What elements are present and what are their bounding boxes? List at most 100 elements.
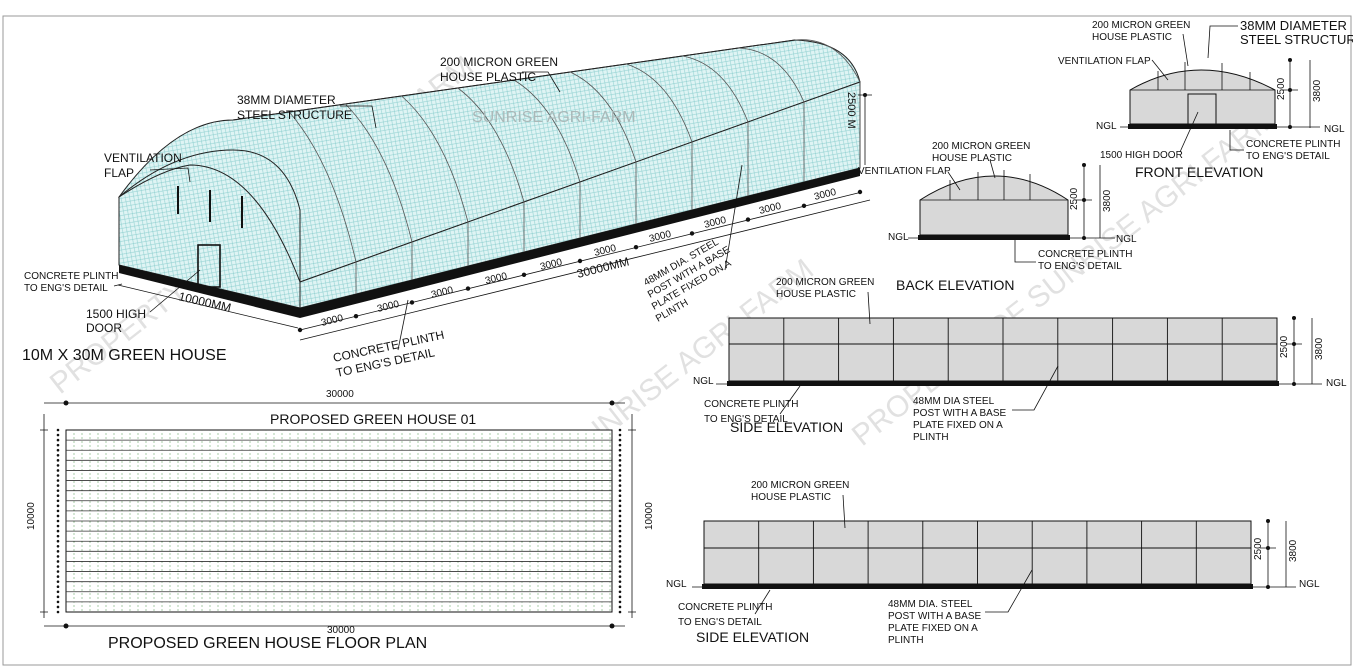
plan-tick-right <box>618 474 622 477</box>
side2-title: SIDE ELEVATION <box>696 629 809 645</box>
front-concrete-2: TO ENG'S DETAIL <box>1246 151 1330 162</box>
plan-tick-right <box>618 580 622 583</box>
bay-dim-1: 3000 <box>320 313 345 329</box>
side1-plastic-2: HOUSE PLASTIC <box>776 289 856 300</box>
plan-tick-right <box>618 489 622 492</box>
plan-tick-right <box>618 494 622 498</box>
plan-tick-right <box>618 560 622 563</box>
plan-tick-right <box>618 464 622 467</box>
plan-tick-right <box>618 448 622 452</box>
iso-length-dim: 30000MM <box>575 254 630 280</box>
side2-plinth <box>702 584 1253 589</box>
plan-tick-right <box>618 438 622 442</box>
iso-arch <box>457 87 525 203</box>
front-plinth <box>1128 124 1277 129</box>
plan-tick-right <box>618 499 622 503</box>
iso-arch <box>401 95 469 223</box>
side2-posts <box>758 521 1197 584</box>
plan-dim-left: 10000 <box>26 502 37 530</box>
plan-tick-left <box>56 529 60 533</box>
plan-tick-right <box>618 428 622 432</box>
plan-tick-right <box>618 534 622 538</box>
plan-tick-right <box>618 570 622 573</box>
bay-dim-7: 3000 <box>648 229 673 245</box>
back-h2: 3800 <box>1102 189 1113 212</box>
plan-tick-right <box>618 544 622 548</box>
back-plinth <box>918 235 1070 240</box>
front-door-label: 1500 HIGH DOOR <box>1100 150 1183 161</box>
plan-tick-left <box>56 459 60 462</box>
side1-title: SIDE ELEVATION <box>730 419 843 435</box>
plan-tick-left <box>56 479 60 482</box>
iso-height-dim: 2500 M <box>845 92 857 129</box>
side1-plastic-1: 200 MICRON GREEN <box>776 277 874 288</box>
plan-tick-right <box>618 555 622 558</box>
plan-tick-right <box>618 585 622 589</box>
iso-plastic-label-1: 200 MICRON GREEN <box>440 55 558 69</box>
side1-post-3: PLATE FIXED ON A <box>913 420 1003 431</box>
plan-dim-top: 30000 <box>326 389 354 400</box>
bay-dim-5: 3000 <box>539 257 564 273</box>
bay-dim-2: 3000 <box>376 299 401 315</box>
side2-h1: 2500 <box>1253 537 1264 560</box>
side2-concrete-2: TO ENG'S DETAIL <box>678 617 762 628</box>
side1-concrete-2: TO ENG'S DETAIL <box>704 414 788 425</box>
plan-tick-left <box>56 428 60 432</box>
plan-tick-right <box>618 565 622 568</box>
side2-plastic-1: 200 MICRON GREEN <box>751 480 849 491</box>
bay-tick <box>409 300 415 305</box>
iso-arch <box>794 39 861 83</box>
iso-concrete-left-2: TO ENG'S DETAIL <box>24 283 108 294</box>
side-elevation-1: 200 MICRON GREEN HOUSE PLASTIC 2500 3800… <box>693 277 1347 443</box>
side1-post-1: 48MM DIA STEEL <box>913 396 995 407</box>
iso-plinth-front <box>119 265 300 318</box>
side2-ngl-right: NGL <box>1299 579 1320 590</box>
plan-tick-right <box>618 575 622 578</box>
bay-tick <box>857 189 863 195</box>
plan-tick-right <box>618 509 622 513</box>
plan-tick-left <box>56 519 60 523</box>
front-steel-2: STEEL STRUCTUR <box>1240 32 1353 47</box>
side-elevation-2: 200 MICRON GREEN HOUSE PLASTIC 2500 3800… <box>666 480 1320 646</box>
side1-ngl-left: NGL <box>693 376 714 387</box>
plan-tick-right <box>618 514 622 518</box>
plan-tick-right <box>618 479 622 482</box>
iso-plinth-side <box>300 168 860 318</box>
iso-front-wall <box>118 149 301 309</box>
iso-watermark-center: SUNRISE AGRI-FARM <box>472 109 636 126</box>
back-h1: 2500 <box>1069 187 1080 210</box>
plan-tick-right <box>618 469 622 472</box>
bay-dim-3: 3000 <box>430 285 455 301</box>
side2-post-4: PLINTH <box>888 635 924 646</box>
side2-post-2: POST WITH A BASE <box>888 611 982 622</box>
plan-tick-right <box>618 484 622 487</box>
plan-tick-left <box>56 565 60 568</box>
side1-concrete-1: CONCRETE PLINTH <box>704 399 798 410</box>
plan-tick-left <box>56 575 60 578</box>
front-ventilation: VENTILATION FLAP <box>1058 56 1151 67</box>
back-elevation: 200 MICRON GREEN HOUSE PLASTIC VENTILATI… <box>858 141 1137 293</box>
bay-dim-6: 3000 <box>593 243 618 259</box>
plan-dim-right: 10000 <box>644 502 655 530</box>
bay-dimension-ticks <box>297 189 863 333</box>
plan-tick-left <box>56 469 60 472</box>
bay-tick <box>745 217 751 222</box>
plan-tick-left <box>56 494 60 498</box>
plan-bed-lines <box>66 439 612 603</box>
side2-concrete-1: CONCRETE PLINTH <box>678 602 772 613</box>
bay-tick <box>353 314 359 319</box>
plan-tick-right <box>618 453 622 457</box>
back-plastic-1: 200 MICRON GREEN <box>932 141 1030 152</box>
back-plastic-2: HOUSE PLASTIC <box>932 153 1012 164</box>
iso-arch <box>738 47 805 103</box>
plan-tick-left <box>56 504 60 508</box>
plan-tick-left <box>56 570 60 573</box>
back-ngl-left: NGL <box>888 232 909 243</box>
plan-tick-left <box>56 448 60 452</box>
plan-tick-left <box>56 605 60 609</box>
front-steel-1: 38MM DIAMETER <box>1240 18 1347 33</box>
iso-arch <box>513 79 581 183</box>
bay-dim-8: 3000 <box>703 215 728 231</box>
